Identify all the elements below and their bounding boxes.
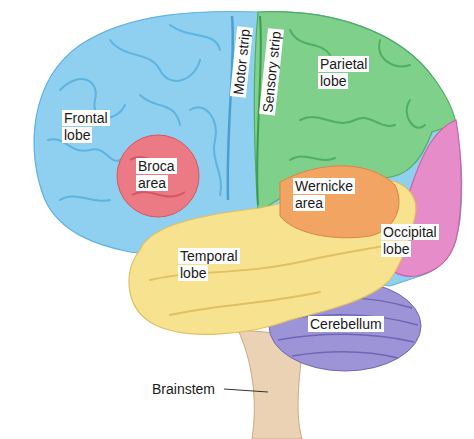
motor-strip-line (228, 16, 233, 200)
area-label: Wernicke area (293, 178, 367, 212)
part-label: Cerebellum (308, 316, 398, 333)
lobe-label: Temporal lobe (178, 248, 240, 282)
lobe-label: Parietal lobe (318, 56, 378, 90)
broca-area-shape (117, 135, 199, 217)
temporal-gyri (150, 245, 390, 315)
lobe-label: Frontal lobe (62, 110, 124, 144)
leader-line (224, 389, 268, 392)
area-label: Broca area (136, 158, 188, 192)
lobe-label: Occipital lobe (381, 224, 445, 258)
parietal-gyri (290, 30, 425, 160)
part-label: Brainstem (150, 381, 222, 398)
broca-gyri (130, 157, 185, 196)
